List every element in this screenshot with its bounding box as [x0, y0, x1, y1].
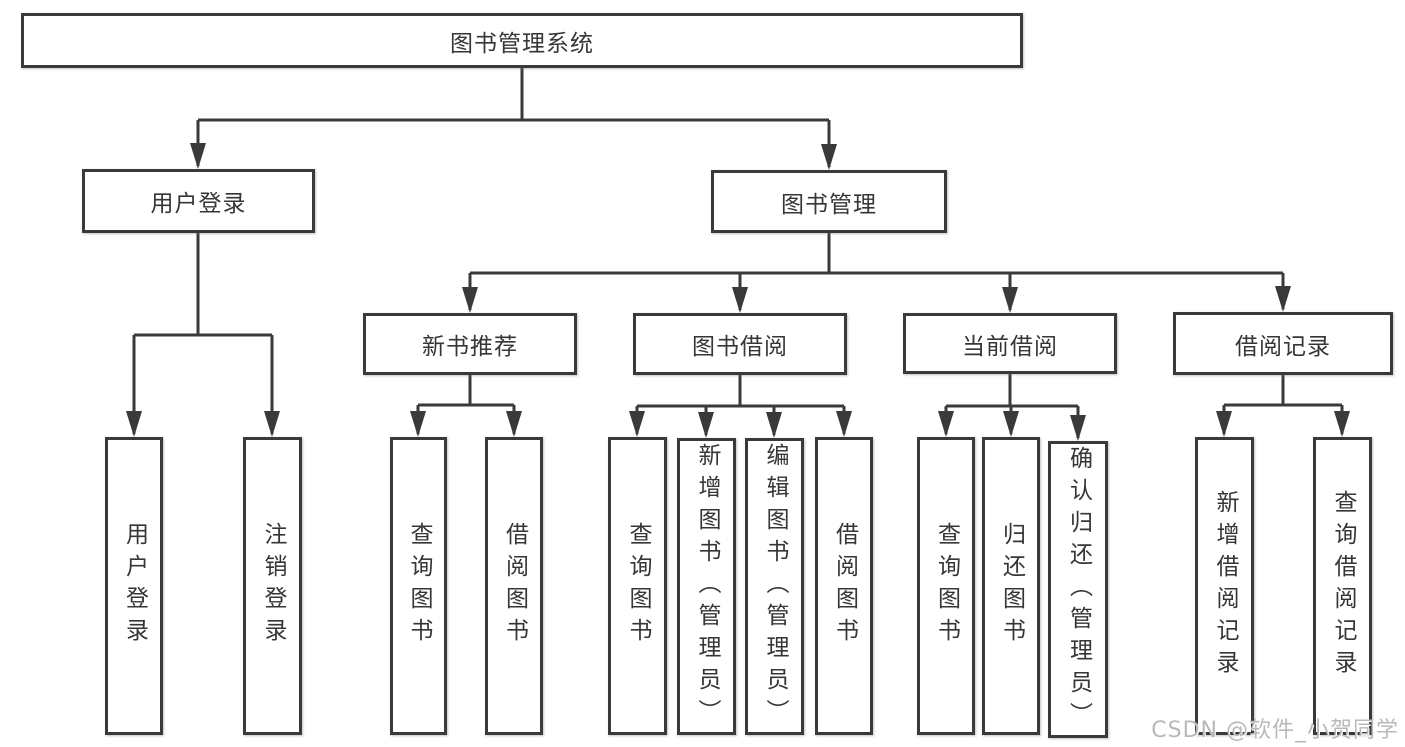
node-book-borrowing: 图书借阅: [633, 313, 847, 375]
leaf-return-books: 归还图书: [982, 437, 1040, 735]
leaf-label: 用户登录: [121, 522, 148, 650]
leaf-label: 查询图书: [933, 522, 960, 650]
leaf-confirm-return-admin: 确认归还（管理员）: [1048, 441, 1108, 738]
leaf-query-books-current: 查询图书: [917, 437, 975, 735]
leaf-label: 查询借阅记录: [1330, 490, 1356, 682]
leaf-label: 编辑图书（管理员）: [762, 442, 788, 731]
leaf-query-books-recommend: 查询图书: [390, 437, 447, 735]
node-user-login-branch: 用户登录: [82, 169, 315, 233]
leaf-label: 确认归还（管理员）: [1065, 445, 1092, 734]
node-label: 借阅记录: [1235, 333, 1331, 360]
leaf-label: 借阅图书: [501, 522, 528, 650]
node-borrowing-records: 借阅记录: [1173, 312, 1393, 375]
leaf-label: 新增图书（管理员）: [694, 442, 720, 731]
leaf-query-books-borrowing: 查询图书: [608, 437, 667, 735]
leaf-add-books-admin: 新增图书（管理员）: [677, 438, 736, 735]
node-label: 新书推荐: [422, 334, 518, 360]
leaf-add-borrow-record: 新增借阅记录: [1195, 437, 1254, 735]
node-new-book-recommendation: 新书推荐: [363, 313, 577, 375]
leaf-label: 借阅图书: [831, 522, 858, 650]
node-book-management-branch: 图书管理: [711, 170, 947, 233]
node-label: 图书借阅: [692, 334, 788, 360]
node-label: 用户登录: [150, 191, 247, 217]
leaf-edit-books-admin: 编辑图书（管理员）: [745, 438, 804, 735]
leaf-label: 查询图书: [625, 522, 651, 650]
connector-paths: [132, 68, 1344, 438]
leaf-logout: 注销登录: [243, 437, 302, 735]
leaf-borrow-books: 借阅图书: [815, 437, 873, 735]
node-label: 图书管理系统: [450, 30, 594, 57]
node-library-management-system: 图书管理系统: [21, 13, 1023, 68]
leaf-label: 注销登录: [260, 522, 286, 650]
node-label: 当前借阅: [962, 333, 1058, 360]
leaf-user-login: 用户登录: [105, 437, 163, 735]
leaf-label: 归还图书: [998, 522, 1025, 650]
leaf-query-borrow-record: 查询借阅记录: [1313, 437, 1372, 735]
leaf-label: 新增借阅记录: [1212, 490, 1238, 682]
node-current-borrowing: 当前借阅: [903, 313, 1117, 374]
leaf-borrow-books-recommend: 借阅图书: [485, 437, 543, 735]
leaf-label: 查询图书: [406, 522, 432, 650]
csdn-watermark: CSDN @软件_小贺同学: [1151, 718, 1399, 743]
node-label: 图书管理: [781, 191, 877, 218]
